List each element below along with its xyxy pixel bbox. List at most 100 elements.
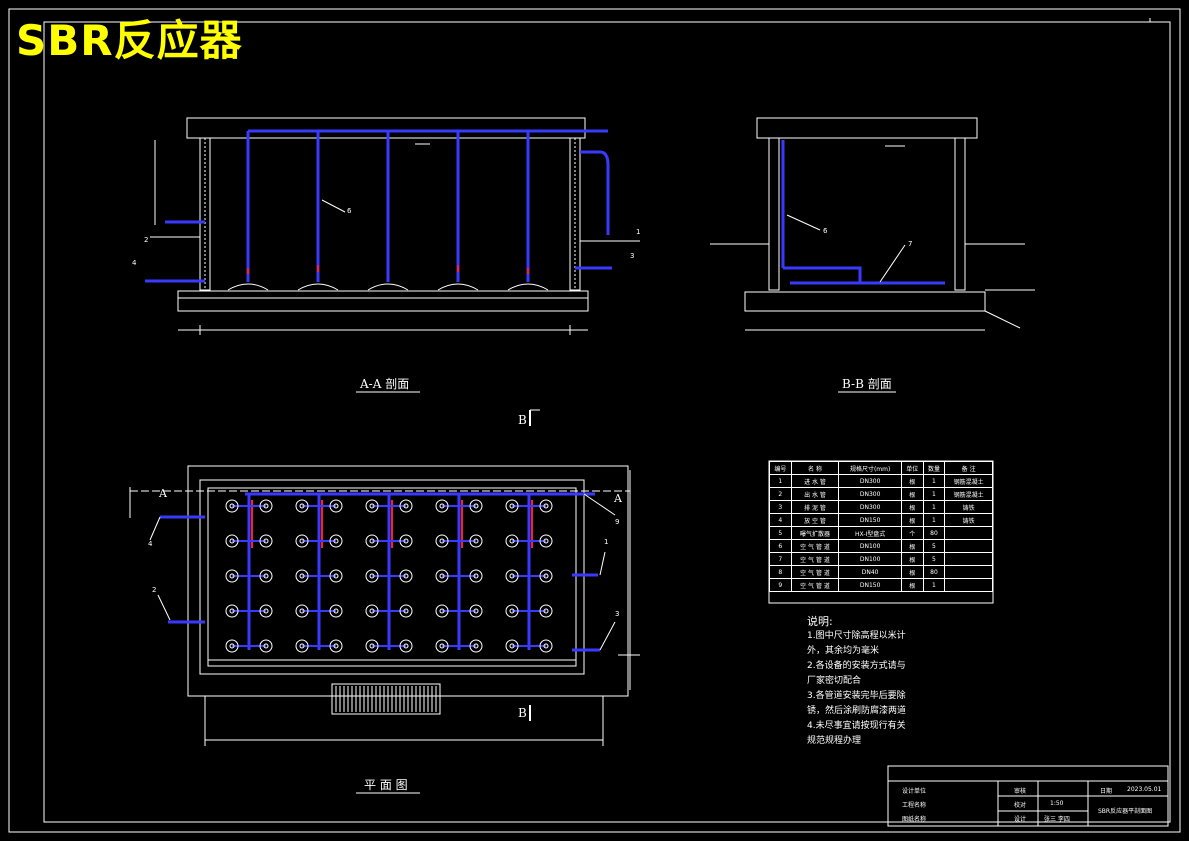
table-cell: 3 (769, 500, 792, 514)
diffuser-center (543, 573, 549, 579)
diffuser (365, 639, 379, 653)
diffuser-center (299, 608, 305, 614)
notes-line: 锈，然后涂刷防腐漆两道 (807, 706, 907, 716)
tb-right-label: 日期 (1100, 788, 1113, 795)
table-cell: 9 (769, 578, 792, 592)
diffuser-center (229, 608, 235, 614)
diffuser-center (333, 573, 339, 579)
table-cell: 1 (922, 474, 946, 488)
plan-pipes (160, 492, 600, 652)
diffuser (365, 569, 379, 583)
label-pipe-6-aa: 6 (347, 207, 352, 215)
table-cell: 根 (900, 552, 924, 566)
diffuser-center (369, 643, 375, 649)
diffuser-center (509, 573, 515, 579)
table-cell: 曝气扩散器 (790, 526, 840, 540)
tb-mid-1: 校对 (1014, 802, 1027, 809)
inner-frame (43, 21, 1171, 823)
section-aa-red-marks (247, 265, 529, 274)
section-bb-title: B-B 剖面 (842, 377, 892, 391)
diffuser-center (263, 538, 269, 544)
table-cell: 根 (900, 539, 924, 553)
diffuser-center (229, 538, 235, 544)
table-cell: DN150 (838, 513, 902, 527)
diffuser (539, 639, 553, 653)
mark-b-top: B (518, 413, 527, 427)
table-cell: 根 (900, 474, 924, 488)
diffuser-center (509, 503, 515, 509)
diffuser-center (333, 538, 339, 544)
notes-line: 外，其余均为毫米 (807, 646, 880, 656)
diffuser (259, 499, 273, 513)
notes-line: 2.各设备的安装方式请与 (807, 661, 906, 671)
section-aa (150, 117, 640, 335)
diffuser-center (263, 573, 269, 579)
table-cell: 4 (769, 513, 792, 527)
table-cell: 空 气 管 道 (790, 539, 840, 553)
table-cell: 铸铁 (944, 500, 993, 514)
diffuser (329, 534, 343, 548)
diffuser (259, 639, 273, 653)
diffuser-center (333, 503, 339, 509)
plan-grating (335, 686, 437, 712)
diffuser (469, 499, 483, 513)
label-pipe-1-plan: 1 (604, 538, 609, 546)
tb-left-1: 工程名称 (902, 802, 927, 809)
mark-a-right: A (614, 492, 622, 505)
diffuser (365, 499, 379, 513)
table-cell: 5 (769, 526, 792, 540)
table-cell: DN300 (838, 474, 902, 488)
diffuser (225, 604, 239, 618)
table-cell (944, 565, 993, 579)
table-cell: 80 (922, 526, 946, 540)
diffuser-center (509, 643, 515, 649)
notes-line: 4.未尽事宜请按现行有关 (807, 721, 906, 731)
label-pipe-6-bb: 6 (823, 227, 828, 235)
table-cell: 1 (922, 578, 946, 592)
table-cell: 空 气 管 道 (790, 578, 840, 592)
diffuser (295, 639, 309, 653)
diffuser-center (473, 538, 479, 544)
table-cell (944, 539, 993, 553)
diffuser (539, 604, 553, 618)
section-aa-diffusers (227, 283, 549, 291)
table-cell (944, 526, 993, 540)
diffuser (435, 534, 449, 548)
diffuser (505, 499, 519, 513)
table-cell: 5 (922, 539, 946, 553)
b-marker-top (529, 409, 540, 426)
diffuser-center (403, 503, 409, 509)
plan-leaders (149, 493, 616, 651)
diffuser-center (333, 608, 339, 614)
diffuser-center (403, 538, 409, 544)
plan-title: 平 面 图 (364, 778, 408, 792)
table-cell: 空 气 管 道 (790, 552, 840, 566)
table-cell: 进 水 管 (790, 474, 840, 488)
table-cell: 出 水 管 (790, 487, 840, 501)
diffuser-center (299, 643, 305, 649)
diffuser-center (439, 608, 445, 614)
diffuser (225, 569, 239, 583)
diffuser-center (403, 608, 409, 614)
page-title: SBR反应器 (16, 16, 243, 65)
diffuser (225, 534, 239, 548)
table-cell: 80 (922, 565, 946, 579)
diffuser (505, 604, 519, 618)
table-cell: 8 (769, 565, 792, 579)
label-pipe-3-plan: 3 (615, 610, 620, 618)
diffuser (539, 569, 553, 583)
diffuser-center (543, 503, 549, 509)
diffuser (295, 604, 309, 618)
diffuser (259, 569, 273, 583)
table-cell: DN40 (838, 565, 902, 579)
mark-a-left: A (159, 487, 167, 500)
plan-view (129, 465, 640, 746)
diffuser-center (439, 573, 445, 579)
tb-mid-value-1: 1:50 (1050, 800, 1064, 807)
